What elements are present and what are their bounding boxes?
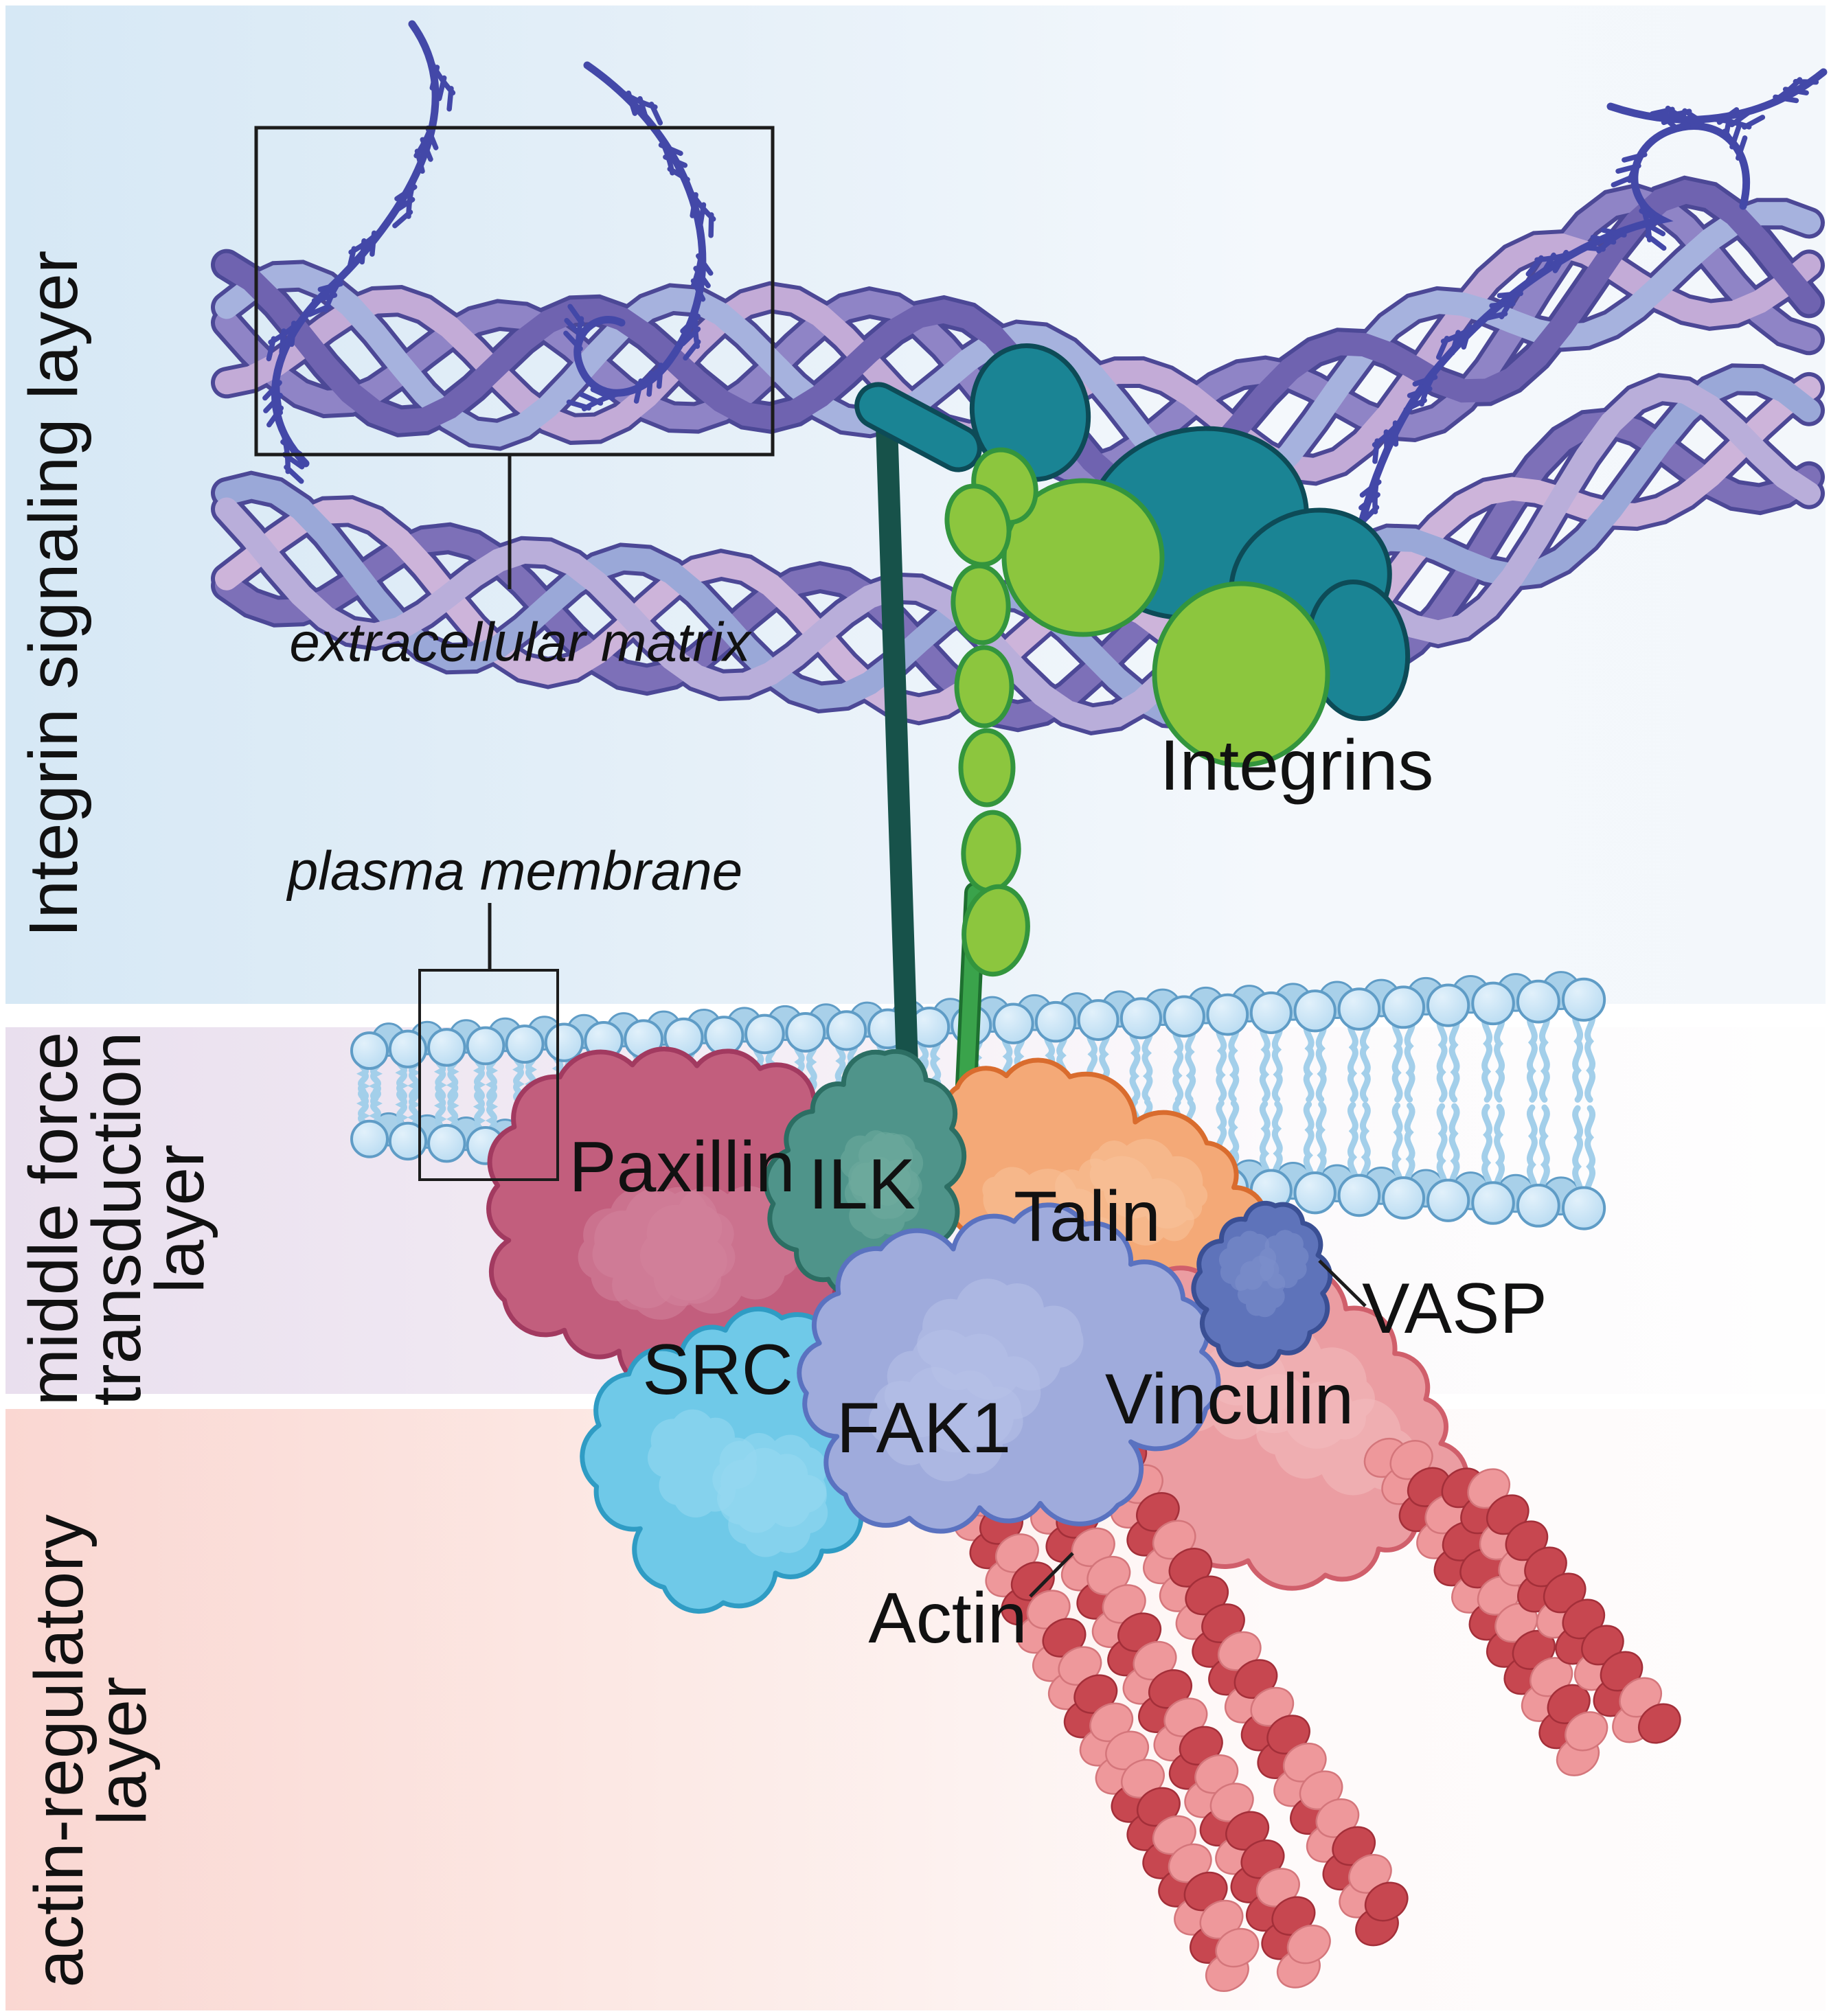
layer-label-force-transduction: middle force transduction layer (15, 1031, 218, 1406)
label-src: SRC (642, 1330, 793, 1410)
actin-filaments (906, 1405, 1681, 1992)
label-integrins: Integrins (1160, 726, 1434, 805)
label-extracellular-matrix: extracellular matrix (289, 612, 752, 673)
label-fak1: FAK1 (837, 1388, 1011, 1468)
label-vasp: VASP (1362, 1269, 1547, 1349)
integrin-complex (854, 343, 1411, 977)
label-ilk: ILK (808, 1145, 916, 1224)
label-vinculin: Vinculin (1105, 1360, 1354, 1439)
label-talin: Talin (1014, 1177, 1161, 1257)
protein-fak1 (797, 1202, 1221, 1534)
layer-label-integrin-signaling: Integrin signaling layer (15, 250, 92, 938)
label-paxillin: Paxillin (569, 1127, 795, 1207)
layer-label-actin-regulatory: actin-regulatory layer (21, 1514, 161, 1988)
ecm-callout-box (254, 126, 775, 457)
label-actin: Actin (868, 1579, 1027, 1658)
adhesion-proteins-front (580, 1200, 1333, 1614)
protein-vasp (1191, 1200, 1333, 1369)
label-plasma-membrane: plasma membrane (286, 840, 743, 902)
callout-overlays (254, 126, 1367, 1598)
vasp-callout-line (1318, 1259, 1367, 1307)
actin-callout-line (1029, 1552, 1074, 1598)
